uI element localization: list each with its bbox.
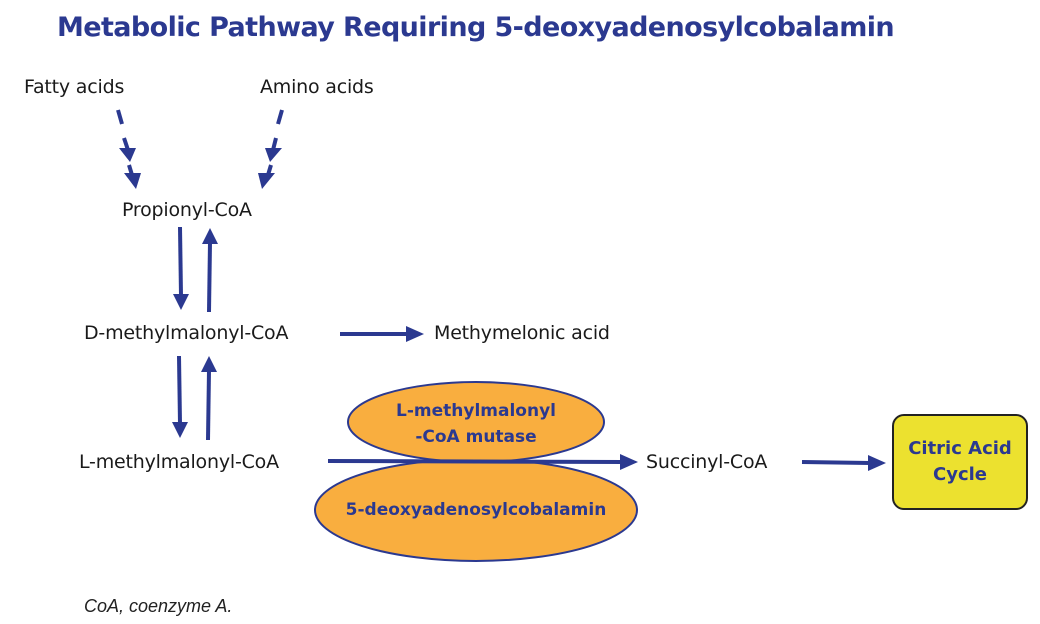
- enzyme-label-line2: -CoA mutase: [415, 427, 537, 447]
- arrow-d-methylmalonyl-to-propionyl: [202, 228, 218, 313]
- citric-acid-cycle-box: Citric Acid Cycle: [892, 414, 1028, 510]
- node-methylmalonic-acid: Methymelonic acid: [434, 322, 610, 344]
- footnote: CoA, coenzyme A.: [84, 596, 233, 616]
- node-fatty-acids: Fatty acids: [24, 76, 125, 98]
- arrow-l-to-d-methylmalonyl: [201, 356, 217, 441]
- arrow-succinyl-to-citric-acid-cycle: [801, 455, 886, 471]
- citric-acid-cycle-line1: Citric Acid: [908, 438, 1012, 459]
- arrow-d-to-l-methylmalonyl: [172, 355, 188, 438]
- arrow-propionyl-to-d-methylmalonyl: [173, 226, 189, 310]
- cofactor-label: 5-deoxyadenosylcobalamin: [345, 500, 607, 520]
- arrow-d-methylmalonyl-to-methylmalonic-acid: [340, 326, 424, 342]
- node-amino-acids: Amino acids: [260, 76, 374, 98]
- arrow-amino-acids-to-propionyl: [258, 109, 284, 189]
- arrow-fatty-acids-to-propionyl: [116, 109, 141, 189]
- enzyme-label-line1: L-methylmalonyl: [396, 401, 556, 421]
- node-propionyl-coa: Propionyl-CoA: [122, 199, 252, 221]
- arrow-l-methylmalonyl-to-succinyl: [327, 454, 638, 470]
- node-d-methylmalonyl-coa: D-methylmalonyl-CoA: [84, 322, 289, 344]
- node-l-methylmalonyl-coa: L-methylmalonyl-CoA: [79, 451, 279, 473]
- enzyme-label: L-methylmalonyl -CoA mutase: [348, 398, 604, 450]
- diagram-title: Metabolic Pathway Requiring 5-deoxyadeno…: [57, 12, 895, 43]
- node-succinyl-coa: Succinyl-CoA: [646, 451, 768, 473]
- citric-acid-cycle-line2: Cycle: [933, 464, 987, 485]
